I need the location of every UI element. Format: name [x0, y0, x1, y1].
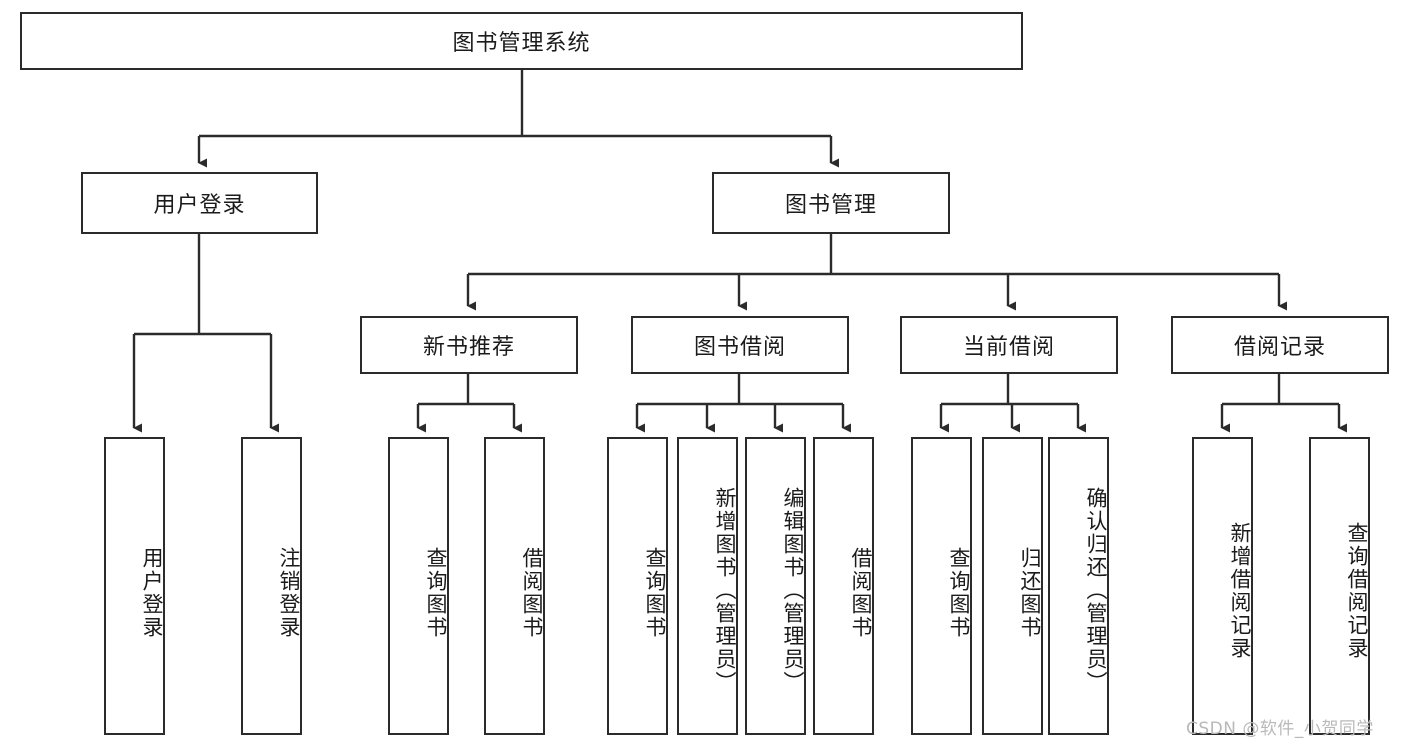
- node-leaf-confirm-return[interactable]: 确认归还（管理员）: [1048, 437, 1109, 735]
- node-user-login-label: 用户登录: [153, 193, 246, 218]
- node-leaf-query-record[interactable]: 查询借阅记录: [1309, 437, 1370, 735]
- node-current-borrow-label: 当前借阅: [962, 335, 1055, 360]
- node-leaf-add-book[interactable]: 新增图书（管理员）: [677, 437, 738, 735]
- node-leaf-return-book-label: 归还图书: [1018, 547, 1042, 639]
- node-leaf-query-book-1[interactable]: 查询图书: [388, 437, 449, 735]
- node-new-book-rec-label: 新书推荐: [422, 335, 515, 360]
- node-current-borrow[interactable]: 当前借阅: [900, 316, 1118, 374]
- node-book-manage[interactable]: 图书管理: [712, 172, 950, 234]
- node-leaf-query-record-label: 查询借阅记录: [1345, 522, 1369, 660]
- node-book-borrow[interactable]: 图书借阅: [631, 316, 849, 374]
- node-leaf-borrow-book-2-label: 借阅图书: [849, 547, 873, 639]
- node-leaf-borrow-book-2[interactable]: 借阅图书: [813, 437, 874, 735]
- node-leaf-user-login-label: 用户登录: [140, 547, 164, 639]
- node-user-login[interactable]: 用户登录: [81, 172, 318, 234]
- node-leaf-logout[interactable]: 注销登录: [241, 437, 302, 735]
- node-root[interactable]: 图书管理系统: [20, 12, 1023, 70]
- node-leaf-confirm-return-label: 确认归还（管理员）: [1084, 486, 1108, 694]
- node-new-book-rec[interactable]: 新书推荐: [360, 316, 578, 374]
- node-leaf-edit-book[interactable]: 编辑图书（管理员）: [745, 437, 806, 735]
- node-leaf-query-book-1-label: 查询图书: [424, 547, 448, 639]
- node-leaf-borrow-book-1-label: 借阅图书: [520, 547, 544, 639]
- node-leaf-user-login[interactable]: 用户登录: [104, 437, 165, 735]
- node-leaf-query-book-3-label: 查询图书: [947, 547, 971, 639]
- node-root-label: 图书管理系统: [452, 31, 591, 56]
- node-borrow-record[interactable]: 借阅记录: [1171, 316, 1389, 374]
- node-leaf-query-book-2-label: 查询图书: [643, 547, 667, 639]
- node-borrow-record-label: 借阅记录: [1233, 335, 1326, 360]
- node-leaf-add-record-label: 新增借阅记录: [1228, 522, 1252, 660]
- node-book-manage-label: 图书管理: [784, 193, 877, 218]
- node-leaf-query-book-2[interactable]: 查询图书: [607, 437, 668, 735]
- node-leaf-query-book-3[interactable]: 查询图书: [911, 437, 972, 735]
- csdn-watermark: CSDN @软件_小贺同学: [1186, 719, 1374, 739]
- node-leaf-add-record[interactable]: 新增借阅记录: [1192, 437, 1253, 735]
- node-book-borrow-label: 图书借阅: [693, 335, 786, 360]
- node-leaf-logout-label: 注销登录: [277, 547, 301, 639]
- node-leaf-return-book[interactable]: 归还图书: [982, 437, 1043, 735]
- node-leaf-borrow-book-1[interactable]: 借阅图书: [484, 437, 545, 735]
- node-leaf-add-book-label: 新增图书（管理员）: [713, 486, 737, 694]
- node-leaf-edit-book-label: 编辑图书（管理员）: [781, 486, 805, 694]
